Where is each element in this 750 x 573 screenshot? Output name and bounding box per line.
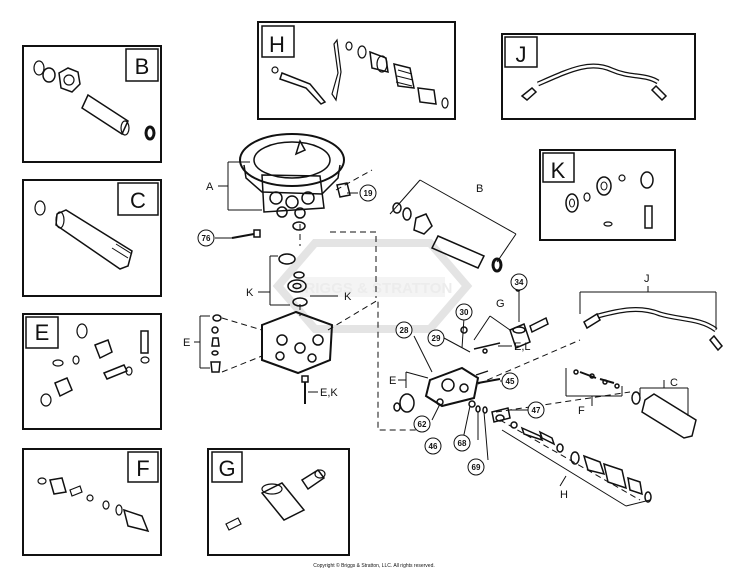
kit-box-e (22, 313, 162, 430)
label-g: G (496, 298, 505, 310)
copyright-notice: Copyright © Briggs & Stratton, LLC. All … (313, 562, 435, 569)
callout-62: 62 (418, 420, 427, 429)
label-e-mid: E (389, 375, 396, 387)
callout-29: 29 (432, 334, 441, 343)
label-c: C (670, 377, 678, 389)
kit-box-f (22, 448, 162, 556)
kit-box-j-tag: J (516, 42, 527, 67)
label-k-2: K (344, 291, 352, 303)
callout-19: 19 (364, 189, 373, 198)
label-e-left: E (183, 337, 190, 349)
pump-assembly (210, 133, 724, 503)
label-f: F (578, 405, 585, 417)
kit-box-h (257, 21, 456, 120)
label-b: B (476, 183, 483, 195)
callout-34: 34 (515, 278, 524, 287)
kit-box-b (22, 45, 162, 163)
dashed-routing (221, 169, 641, 501)
label-el: E,L (514, 341, 531, 353)
callout-76: 76 (202, 234, 211, 243)
callout-46: 46 (429, 442, 438, 451)
kit-box-g (207, 448, 350, 556)
kit-box-c-tag: C (130, 188, 146, 213)
kit-box-h-tag: H (269, 32, 285, 57)
callout-30: 30 (460, 308, 469, 317)
kit-box-k (539, 149, 676, 241)
leader-lines (194, 161, 717, 507)
brand-watermark: BRIGGS & STRATTON (272, 239, 473, 333)
callout-69: 69 (472, 463, 481, 472)
label-h: H (560, 489, 568, 501)
kit-box-e-tag: E (35, 320, 50, 345)
label-ek: E,K (320, 387, 338, 399)
callout-numbers: 19 76 34 30 29 28 45 47 62 46 68 69 (202, 189, 541, 472)
callout-68: 68 (458, 439, 467, 448)
letter-labels: A B K K E E,K E G E,L J C F H (183, 181, 678, 501)
label-k-1: K (246, 287, 254, 299)
kit-box-c (22, 179, 162, 297)
svg-text:BRIGGS & STRATTON: BRIGGS & STRATTON (294, 280, 453, 297)
kit-box-b-tag: B (135, 54, 150, 79)
label-j: J (644, 273, 650, 285)
callout-45: 45 (506, 377, 515, 386)
kit-box-f-tag: F (136, 456, 149, 481)
kit-box-j (501, 33, 696, 120)
callout-bubbles (197, 184, 545, 476)
label-a: A (206, 181, 214, 193)
kit-box-g-tag: G (218, 456, 235, 481)
callout-47: 47 (532, 406, 541, 415)
kit-box-k-tag: K (551, 158, 566, 183)
callout-28: 28 (400, 326, 409, 335)
